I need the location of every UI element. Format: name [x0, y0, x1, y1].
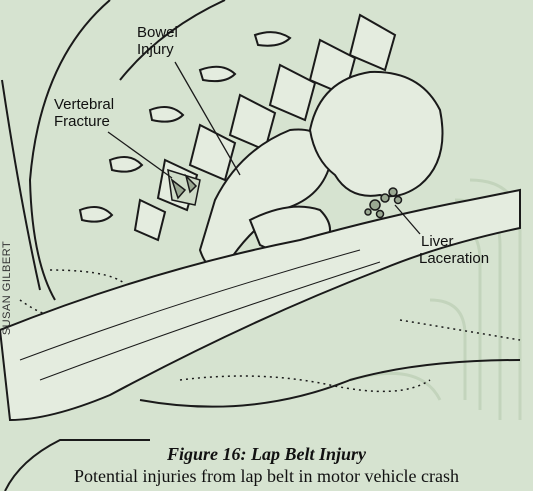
vertebral-fracture-label-line1: Vertebral — [54, 96, 114, 113]
figure-title: Figure 16: Lap Belt Injury — [0, 444, 533, 465]
figure-subtitle: Potential injuries from lap belt in moto… — [0, 466, 533, 487]
vertebral-fracture-label: Vertebral Fracture — [54, 96, 114, 130]
liver-laceration-label-line1: Liver — [421, 233, 489, 250]
artist-credit: SUSAN GILBERT — [1, 241, 13, 335]
vertebral-fracture-label-line2: Fracture — [54, 113, 114, 130]
body-outline — [2, 0, 225, 300]
bowel-injury-label-line2: Injury — [137, 41, 178, 58]
liver — [310, 72, 443, 196]
bowel-injury-label-line1: Bowel — [137, 24, 178, 41]
liver-laceration-label-line2: Laceration — [419, 250, 489, 267]
bowel-injury-label: Bowel Injury — [137, 24, 178, 58]
liver-laceration-label: Liver Laceration — [421, 233, 489, 267]
